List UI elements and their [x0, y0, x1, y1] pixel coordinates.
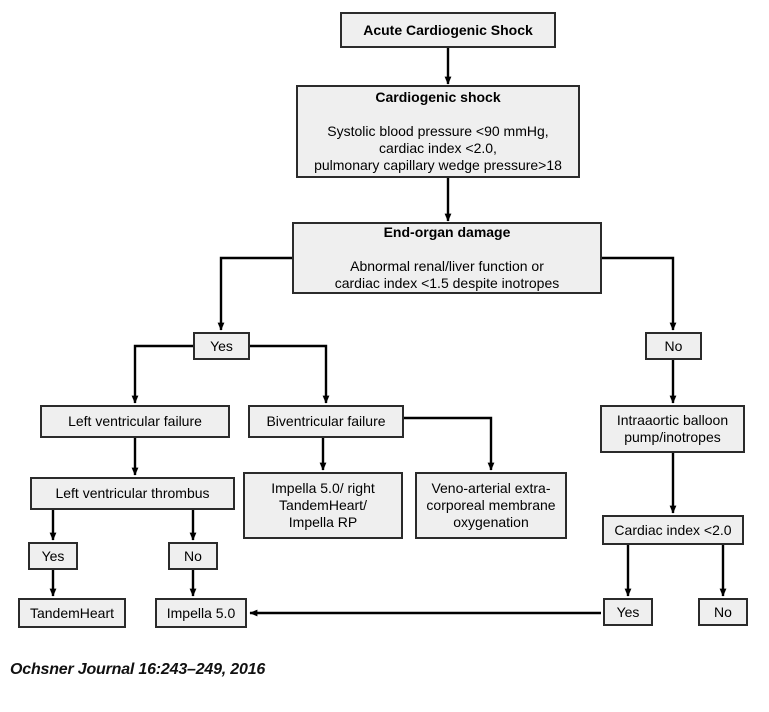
node-label: Veno-arterial extra- corporeal membrane …: [426, 480, 556, 530]
node-label: Cardiac index <2.0: [614, 521, 732, 538]
node-intraaortic-balloon-pump: Intraaortic balloon pump/inotropes: [600, 405, 745, 453]
node-end-organ-damage: End-organ damage Abnormal renal/liver fu…: [292, 222, 602, 294]
node-left-ventricular-failure: Left ventricular failure: [40, 405, 230, 438]
node-label: Yes: [210, 337, 233, 354]
node-impella-5-0: Impella 5.0: [155, 598, 247, 628]
node-label: Left ventricular failure: [68, 413, 202, 429]
edge-eod-to-no: [602, 256, 677, 331]
node-yes-cardiac-index: Yes: [603, 598, 653, 626]
node-label: Yes: [41, 547, 65, 564]
node-label: Acute Cardiogenic Shock: [363, 21, 533, 38]
node-header: End-organ damage: [383, 224, 511, 240]
edge-yes-to-bvf: [250, 344, 330, 404]
node-tandemheart: TandemHeart: [18, 598, 126, 628]
node-acute-cardiogenic-shock: Acute Cardiogenic Shock: [340, 12, 556, 48]
node-no-end-organ-damage: No: [645, 332, 702, 360]
node-label: Systolic blood pressure <90 mmHg, cardia…: [314, 123, 562, 173]
node-label: Abnormal renal/liver function or cardiac…: [334, 258, 560, 291]
node-cardiogenic-shock: Cardiogenic shock Systolic blood pressur…: [296, 85, 580, 178]
node-yes-thrombus: Yes: [28, 542, 78, 570]
node-label: TandemHeart: [29, 604, 115, 621]
figure-caption: Ochsner Journal 16:243–249, 2016: [10, 661, 266, 678]
edge-eod-to-yes: [217, 256, 292, 331]
node-yes-end-organ-damage: Yes: [193, 332, 250, 360]
node-label: Intraaortic balloon pump/inotropes: [616, 412, 729, 445]
node-label: Yes: [616, 603, 640, 620]
edge-bvf-to-vaecmo: [404, 416, 495, 471]
node-no-cardiac-index: No: [698, 598, 748, 626]
node-label: No: [714, 603, 732, 620]
node-cardiac-index-2: Cardiac index <2.0: [602, 515, 744, 545]
node-label: Impella 5.0: [166, 604, 236, 621]
node-impella-tandemheart: Impella 5.0/ right TandemHeart/ Impella …: [243, 472, 403, 539]
node-label: No: [184, 547, 202, 564]
node-left-ventricular-thrombus: Left ventricular thrombus: [30, 477, 235, 510]
node-header: Cardiogenic shock: [375, 89, 501, 105]
node-va-ecmo: Veno-arterial extra- corporeal membrane …: [415, 472, 567, 539]
node-label: Left ventricular thrombus: [55, 485, 210, 501]
node-biventricular-failure: Biventricular failure: [248, 405, 404, 438]
node-label: Biventricular failure: [266, 413, 386, 429]
edge-yes-to-lvf: [131, 344, 193, 404]
node-label: Impella 5.0/ right TandemHeart/ Impella …: [271, 480, 375, 530]
node-label: No: [664, 337, 683, 354]
node-no-thrombus: No: [168, 542, 218, 570]
